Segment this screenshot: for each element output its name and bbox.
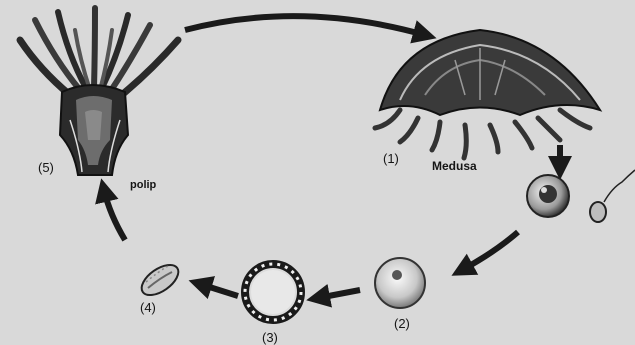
stage-2-illustration bbox=[375, 258, 425, 308]
arrow-stage-2-to-3 bbox=[318, 290, 360, 298]
arrow-zygote-to-stage-2 bbox=[462, 232, 518, 270]
stage-number-5: (5) bbox=[38, 160, 54, 175]
polyp-label: polip bbox=[130, 179, 157, 191]
blastula-illustration bbox=[245, 264, 301, 320]
arrow-stage-4-to-polyp bbox=[104, 190, 125, 240]
stage-number-2: (2) bbox=[394, 316, 410, 331]
polyp-illustration bbox=[20, 8, 178, 175]
stage-number-1: (1) bbox=[383, 151, 399, 166]
stage-number-3: (3) bbox=[262, 330, 278, 345]
planula-illustration bbox=[136, 259, 183, 301]
stage-number-4: (4) bbox=[140, 300, 156, 315]
egg-illustration bbox=[527, 175, 569, 217]
medusa-illustration bbox=[375, 30, 600, 158]
sperm-illustration bbox=[590, 170, 635, 222]
medusa-label: Medusa bbox=[432, 159, 477, 173]
arrow-polyp-to-medusa bbox=[185, 16, 425, 35]
arrow-stage-3-to-4 bbox=[200, 284, 238, 296]
